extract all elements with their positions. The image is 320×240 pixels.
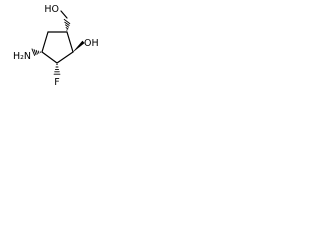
wedge-bond-ring-oh xyxy=(72,40,85,53)
molecule-structure: HO OH H₂N F xyxy=(13,4,99,88)
hashed-bond-amino xyxy=(31,48,41,56)
cyclopentane-ring xyxy=(41,31,74,64)
hydroxymethyl-oh-label: HO xyxy=(44,4,59,15)
ring-bond-c5-c1 xyxy=(41,31,49,53)
amino-label: H₂N xyxy=(13,51,31,62)
ring-oh-label: OH xyxy=(84,38,99,49)
hashed-bond-ch2 xyxy=(63,18,71,31)
bond-ch2-oh xyxy=(60,10,68,19)
ring-bond-c4-c5 xyxy=(41,51,58,64)
ring-bond-c2-c3 xyxy=(66,31,74,53)
fluoro-label: F xyxy=(54,77,59,88)
ring-bond-c3-c4 xyxy=(56,51,74,64)
hashed-bond-fluoro xyxy=(53,64,61,75)
